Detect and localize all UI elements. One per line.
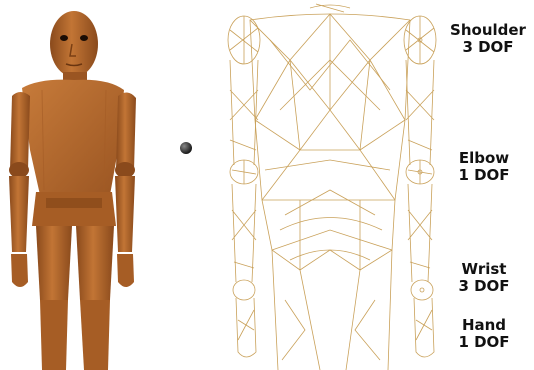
mannequin-head xyxy=(50,11,98,77)
mannequin-torso xyxy=(22,80,124,195)
joint-dof-hand: 1 DOF xyxy=(446,334,522,351)
joint-markers xyxy=(418,38,424,292)
mannequin-forearm-right xyxy=(115,176,135,252)
joint-name-wrist: Wrist xyxy=(446,261,522,278)
mannequin-upper-arm-right xyxy=(116,92,136,170)
joint-dof-elbow: 1 DOF xyxy=(446,167,522,184)
mannequin-thigh-left xyxy=(36,226,72,300)
mannequin-hand-left xyxy=(11,254,28,287)
joint-name-shoulder: Shoulder xyxy=(446,22,530,39)
mannequin-forearm-left xyxy=(9,176,29,252)
joint-name-hand: Hand xyxy=(446,317,522,334)
mannequin-hand-right xyxy=(117,254,134,287)
joint-dof-shoulder: 3 DOF xyxy=(446,39,530,56)
mannequin-upper-arm-left xyxy=(10,92,30,170)
joint-name-elbow: Elbow xyxy=(446,150,522,167)
label-wrist: Wrist 3 DOF xyxy=(446,261,522,295)
shaded-mannequin-figure xyxy=(9,11,136,370)
label-elbow: Elbow 1 DOF xyxy=(446,150,522,184)
label-hand: Hand 1 DOF xyxy=(446,317,522,351)
wireframe-mesh-figure xyxy=(228,4,436,370)
mannequin-thigh-right xyxy=(76,226,114,300)
joint-dof-wrist: 3 DOF xyxy=(446,278,522,295)
label-shoulder: Shoulder 3 DOF xyxy=(446,22,530,56)
mannequin-pelvis xyxy=(32,192,116,226)
dot-marker xyxy=(180,142,192,154)
